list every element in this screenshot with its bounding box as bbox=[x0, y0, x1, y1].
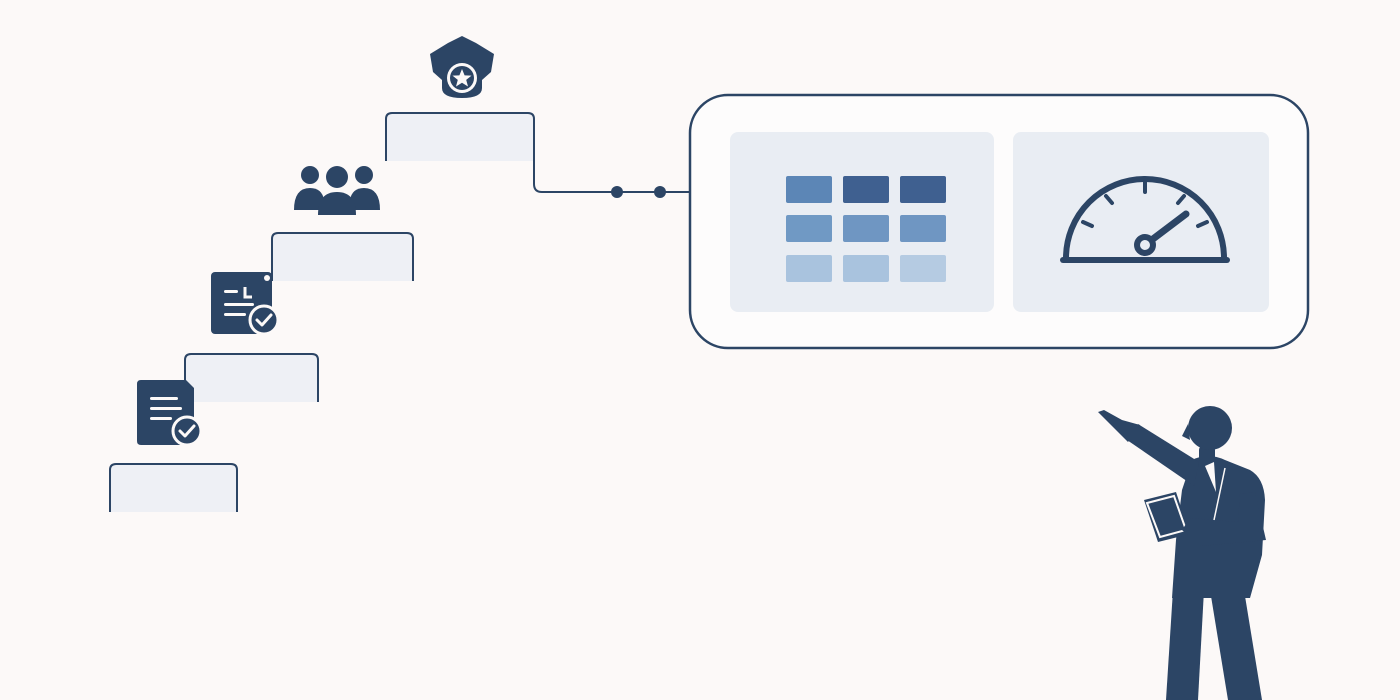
grid-cell bbox=[843, 215, 889, 242]
grid-cell bbox=[786, 255, 832, 282]
grid-cell bbox=[900, 176, 946, 203]
staircase bbox=[109, 112, 535, 512]
connector bbox=[533, 161, 690, 198]
clipboard-check-icon bbox=[211, 272, 280, 336]
grid-cell bbox=[900, 215, 946, 242]
step-4 bbox=[385, 112, 535, 161]
shield-star-icon bbox=[430, 36, 494, 98]
speedometer-gauge-icon bbox=[1060, 176, 1230, 263]
grid-cell bbox=[786, 176, 832, 203]
connector-dot bbox=[611, 186, 623, 198]
data-grid-icon bbox=[786, 176, 946, 282]
step-2 bbox=[184, 353, 319, 402]
grid-cell bbox=[900, 255, 946, 282]
step-3 bbox=[271, 232, 414, 281]
grid-cell bbox=[843, 255, 889, 282]
grid-cell bbox=[843, 176, 889, 203]
gauge-panel bbox=[1013, 132, 1269, 312]
team-icon bbox=[294, 166, 380, 215]
grid-cell bbox=[786, 215, 832, 242]
presenter-with-tablet-icon bbox=[1098, 406, 1266, 700]
document-check-icon bbox=[137, 380, 203, 447]
step-1 bbox=[109, 463, 238, 512]
connector-dot bbox=[654, 186, 666, 198]
